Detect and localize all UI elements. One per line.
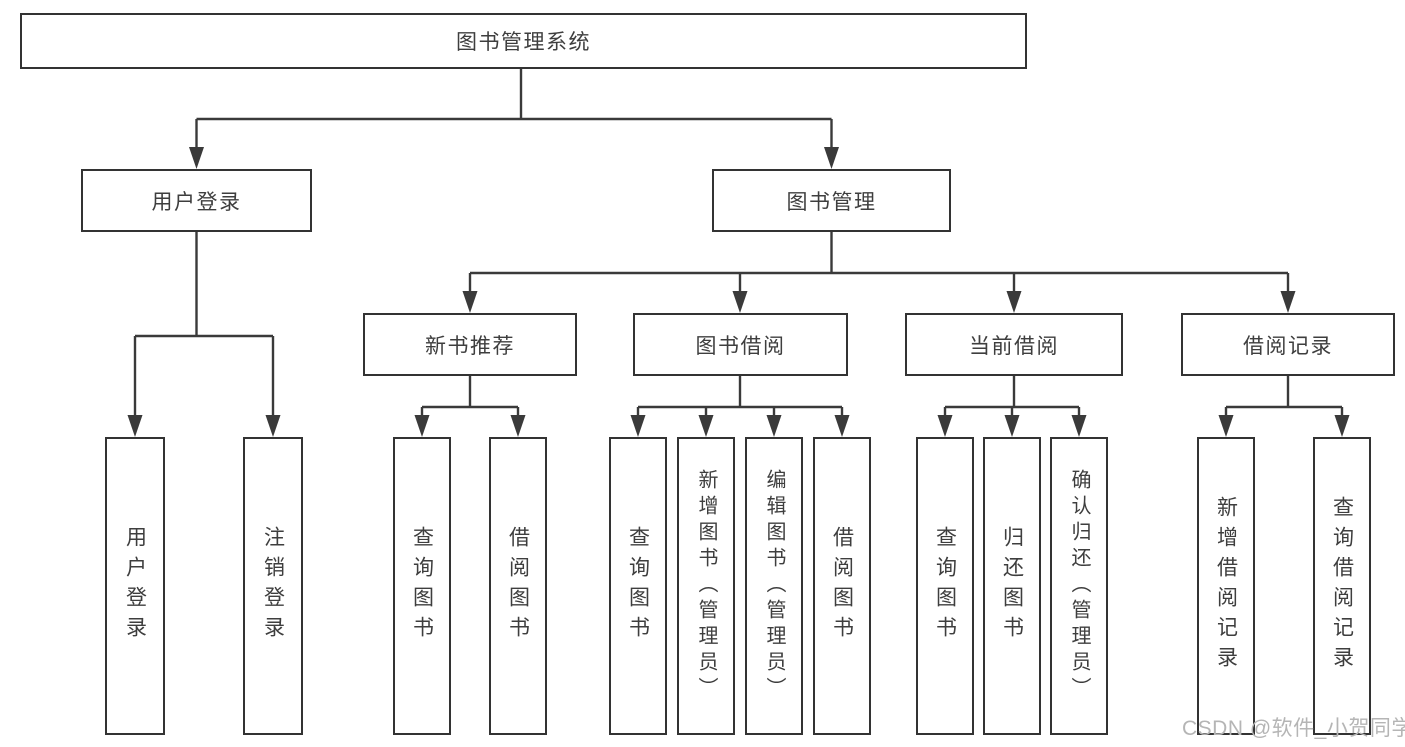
- leaf-current-return-books: 归还图书: [983, 437, 1041, 735]
- leaf-current-confirm-return-admin: 确认归还（管理员）: [1050, 437, 1108, 735]
- leaf-borrow-add-books-admin: 新增图书（管理员）: [677, 437, 735, 735]
- leaf-borrow-query-books: 查询图书: [609, 437, 667, 735]
- node-borrowing-records: 借阅记录: [1181, 313, 1395, 376]
- leaf-newbook-borrow-books: 借阅图书: [489, 437, 547, 735]
- leaf-borrow-borrow-books: 借阅图书: [813, 437, 871, 735]
- leaf-user-login: 用户登录: [105, 437, 165, 735]
- node-root: 图书管理系统: [20, 13, 1027, 69]
- node-book-borrowing: 图书借阅: [633, 313, 848, 376]
- node-new-book-recommend: 新书推荐: [363, 313, 577, 376]
- leaf-records-query-record: 查询借阅记录: [1313, 437, 1371, 735]
- leaf-borrow-edit-books-admin: 编辑图书（管理员）: [745, 437, 803, 735]
- leaf-current-query-books: 查询图书: [916, 437, 974, 735]
- leaf-logout: 注销登录: [243, 437, 303, 735]
- node-user-login: 用户登录: [81, 169, 312, 232]
- node-book-management: 图书管理: [712, 169, 951, 232]
- csdn-watermark: CSDN @软件_小贺同学: [1182, 717, 1405, 740]
- leaf-records-add-record: 新增借阅记录: [1197, 437, 1255, 735]
- leaf-newbook-query-books: 查询图书: [393, 437, 451, 735]
- node-current-borrowing: 当前借阅: [905, 313, 1123, 376]
